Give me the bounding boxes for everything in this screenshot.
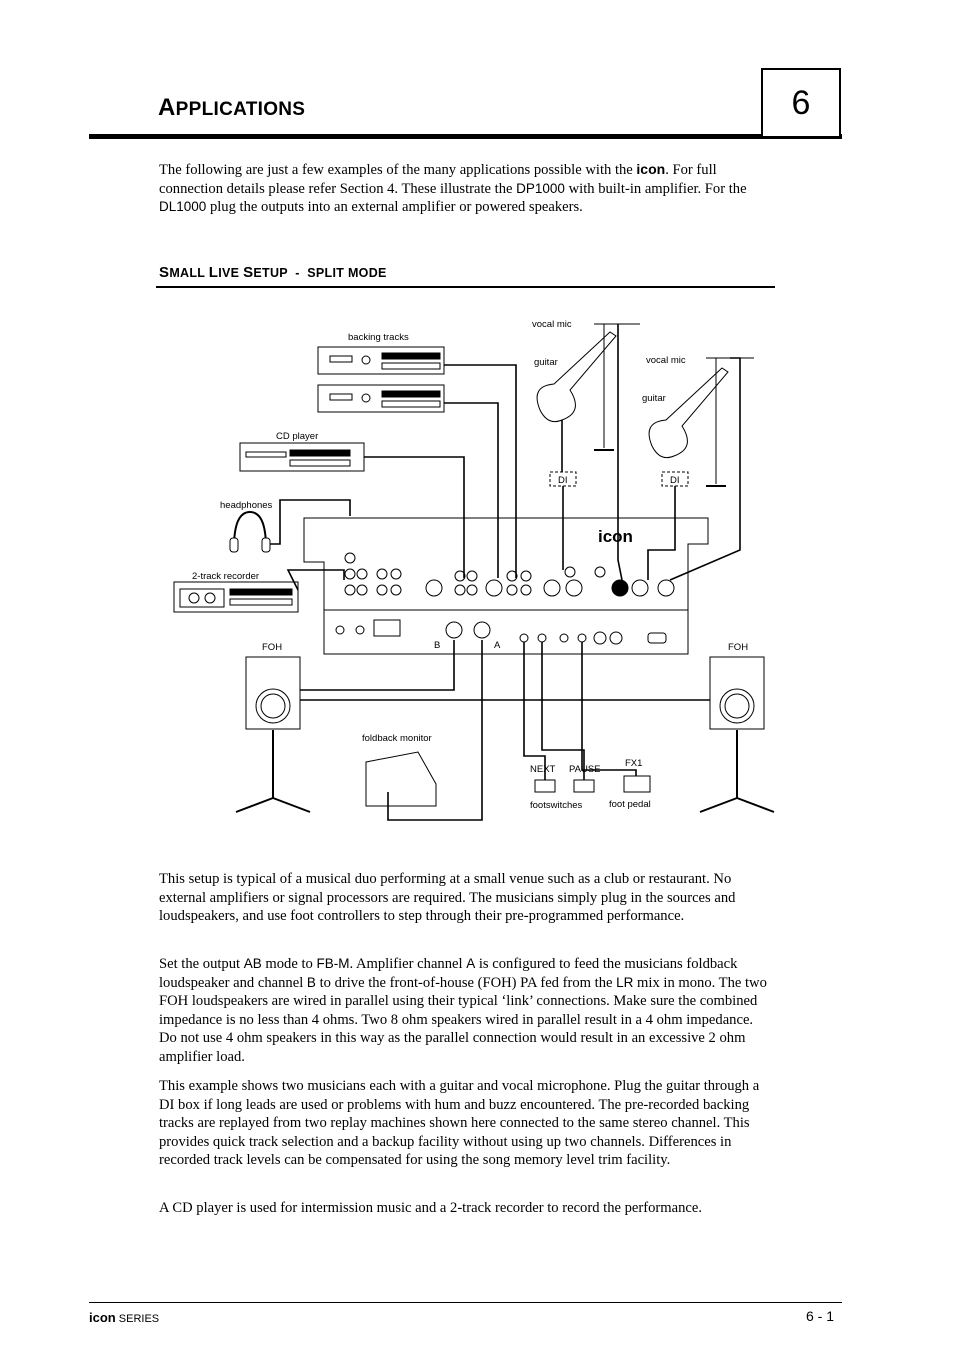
p2-text: mix in mono. The two FOH loudspeakers ar…: [159, 974, 767, 1065]
paragraph-2: Set the output AB mode to FB-M. Amplifie…: [159, 955, 774, 1067]
label-foot-pedal: foot pedal: [609, 799, 651, 810]
section-heading: SMALL LIVE SETUP - SPLIT MODE: [159, 264, 387, 281]
label-foh-left: FOH: [262, 642, 282, 653]
heading-initial: S: [243, 264, 254, 281]
pause-footswitch: [573, 779, 595, 793]
label-next: NEXT: [530, 764, 556, 775]
label-foldback: foldback monitor: [362, 733, 432, 744]
p2-term: B: [306, 974, 316, 990]
chapter-number: 6: [761, 68, 841, 138]
heading-initial: S: [159, 264, 170, 281]
label-vocal-mic-1: vocal mic: [532, 319, 572, 330]
label-two-track: 2-track recorder: [192, 571, 259, 582]
page-number: 6 - 1: [805, 1308, 834, 1324]
label-foh-right: FOH: [728, 642, 748, 653]
label-footswitches: footswitches: [530, 800, 583, 811]
intro-text: The following are just a few examples of…: [159, 162, 637, 178]
heading-text: MALL: [169, 266, 209, 280]
label-di-2: DI: [670, 475, 680, 486]
label-pause: PAUSE: [569, 764, 601, 775]
fx1-foot-pedal: [623, 775, 651, 793]
footer-series: icon SERIES: [89, 1310, 159, 1325]
brand-name: icon: [636, 161, 666, 177]
p2-text: . Amplifier channel: [349, 956, 467, 972]
p2-text: is configured to feed the musicians fold…: [159, 956, 738, 991]
title-rule: [89, 134, 842, 139]
mic-stand-1-icon: [594, 323, 640, 451]
model-dl1000: DL1000: [159, 199, 207, 215]
paragraph-4: A CD player is used for intermission mus…: [159, 1200, 703, 1216]
p2-text: to drive the front-of-house (FOH) PA fed…: [315, 974, 617, 991]
footer-series-text: SERIES: [115, 1313, 160, 1325]
backing-deck-1: [317, 346, 445, 375]
label-di-1: DI: [558, 475, 568, 486]
label-guitar-1: guitar: [534, 357, 558, 368]
backing-deck-2: [317, 384, 445, 413]
foh-speaker-left: [235, 656, 311, 813]
next-footswitch: [534, 779, 556, 793]
guitar-2-icon: [648, 367, 729, 459]
label-cd-player: CD player: [276, 431, 318, 442]
p2-text: mode to: [261, 956, 317, 972]
cables: [270, 324, 741, 821]
footer-brand: icon: [89, 1310, 116, 1325]
mixer-logo: icon: [598, 527, 633, 546]
heading-initial: L: [208, 264, 219, 281]
p2-term: AB: [243, 956, 262, 971]
page-title: APPLICATIONS: [158, 94, 305, 122]
p2-text: Set the output: [159, 956, 244, 972]
cd-player: [239, 442, 365, 472]
mixer-amplifier: [303, 517, 709, 655]
title-rest: PPLICATIONS: [175, 99, 306, 120]
two-track-recorder: [173, 581, 299, 613]
intro-paragraph: The following are just a few examples of…: [159, 160, 774, 217]
headphones-icon: [229, 510, 271, 553]
label-headphones: headphones: [220, 500, 273, 511]
heading-text: ETUP: [253, 266, 288, 280]
label-vocal-mic-2: vocal mic: [646, 355, 686, 366]
foldback-monitor: [365, 751, 437, 807]
p2-term: FB-M: [316, 956, 350, 971]
intro-text: . For full connection details please ref…: [159, 162, 717, 197]
model-dp1000: DP1000: [516, 180, 565, 196]
p2-term: LR: [616, 974, 634, 990]
footer-rule: [89, 1302, 842, 1303]
label-output-b: B: [434, 640, 440, 651]
label-output-a: A: [494, 640, 501, 651]
p2-term: A: [466, 956, 476, 971]
guitar-1-icon: [536, 331, 617, 423]
label-guitar-2: guitar: [642, 393, 666, 404]
foh-speaker-right: [699, 656, 775, 813]
paragraph-3: This example shows two musicians each wi…: [159, 1078, 760, 1169]
section-rule: [156, 286, 775, 288]
paragraph-1: This setup is typical of a musical duo p…: [159, 871, 736, 925]
heading-text: IVE: [218, 266, 244, 280]
heading-dash: -: [287, 266, 308, 280]
title-initial: A: [158, 94, 176, 121]
intro-text: plug the outputs into an external amplif…: [206, 199, 583, 216]
heading-mode: SPLIT MODE: [307, 266, 387, 280]
intro-text: with built-in amplifier. For the: [564, 180, 747, 197]
label-backing-tracks: backing tracks: [348, 332, 409, 343]
label-fx1: FX1: [625, 758, 642, 769]
connection-diagram: backing tracks CD player headphones 2-tr…: [173, 319, 775, 821]
